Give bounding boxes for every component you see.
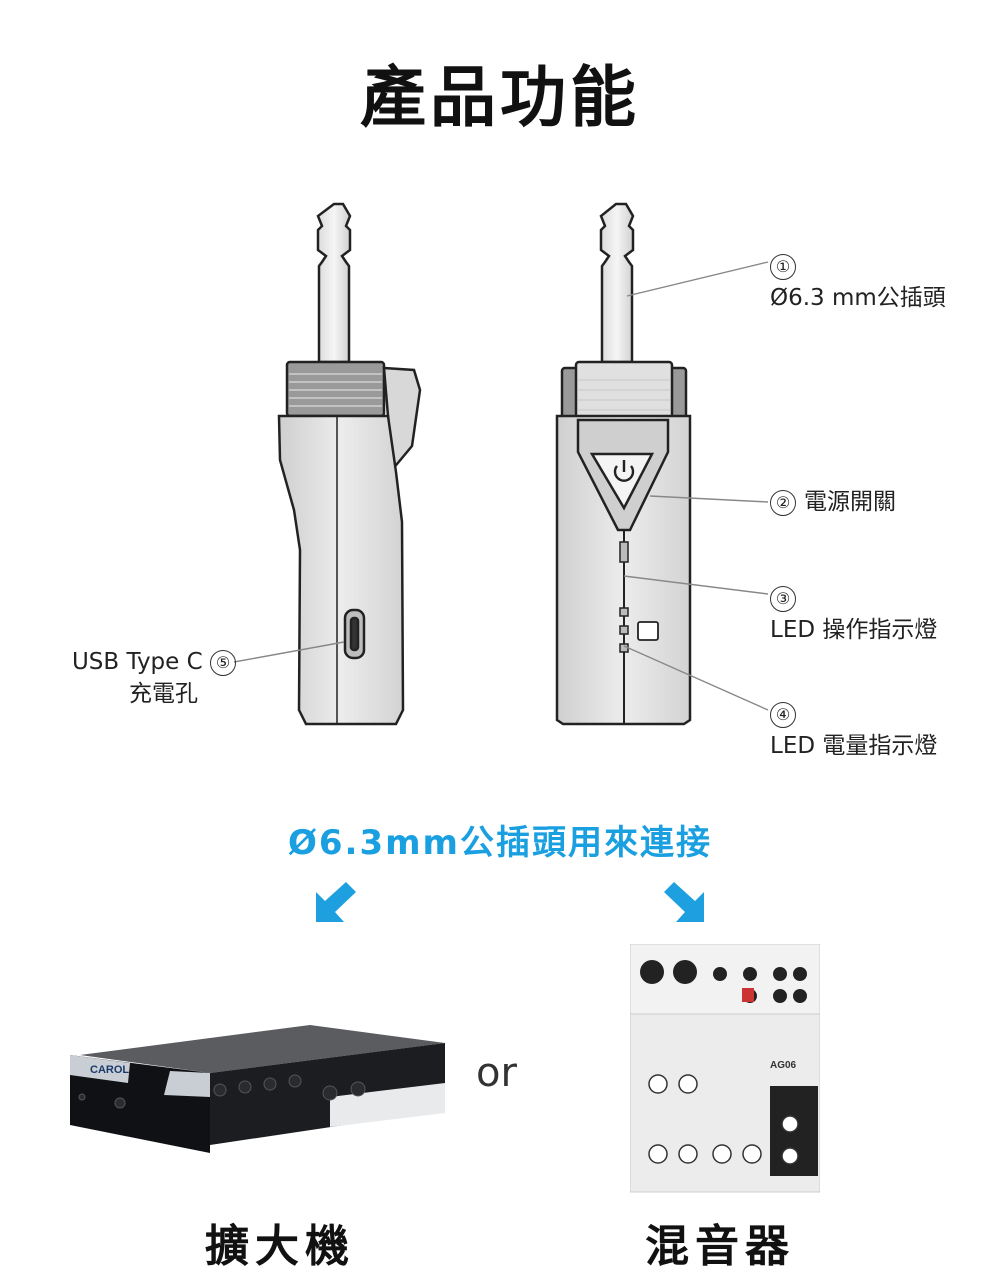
power-icon bbox=[613, 460, 635, 482]
callout-usb-port: USB Type C ⑤ 充電孔 bbox=[58, 646, 236, 710]
mixer-caption: 混音器 bbox=[645, 1221, 795, 1272]
connect-heading: Ø6.3mm公插頭用來連接 bbox=[288, 823, 712, 863]
callout-label: 電源開關 bbox=[804, 489, 896, 515]
page-title: 產品功能 bbox=[360, 59, 640, 136]
callout-led-battery: ④ LED 電量指示燈 bbox=[770, 698, 937, 762]
callout-plug: ① Ø6.3 mm公插頭 bbox=[770, 250, 946, 314]
callout-label: USB Type C bbox=[71, 649, 203, 675]
amplifier-caption: 擴大機 bbox=[205, 1221, 355, 1272]
callout-number: ② bbox=[770, 489, 796, 516]
arrow-down-left-icon bbox=[316, 882, 356, 922]
callout-label: LED 操作指示燈 bbox=[770, 617, 938, 643]
mixer-image: AG06 bbox=[630, 944, 820, 1193]
callout-number: ③ bbox=[770, 585, 796, 612]
callout-number: ① bbox=[770, 253, 796, 280]
transmitter-front-view bbox=[555, 202, 692, 726]
transmitter-side-view bbox=[277, 202, 422, 726]
callout-label: LED 電量指示燈 bbox=[770, 733, 938, 759]
product-diagram bbox=[233, 202, 769, 726]
callout-led-operation: ③ LED 操作指示燈 bbox=[770, 582, 937, 646]
callout-power-switch: ② 電源開關 bbox=[770, 486, 896, 518]
brand-logo: CAROL bbox=[90, 1064, 129, 1076]
callout-number: ④ bbox=[770, 701, 796, 728]
or-label: or bbox=[476, 1050, 517, 1096]
amplifier-image: CAROL bbox=[70, 1025, 445, 1153]
arrow-down-right-icon bbox=[664, 882, 704, 922]
callout-number: ⑤ bbox=[210, 649, 236, 676]
callout-label: Ø6.3 mm公插頭 bbox=[770, 285, 946, 311]
callout-label-2: 充電孔 bbox=[129, 681, 198, 707]
callout-leaders bbox=[233, 261, 769, 711]
mixer-model-label: AG06 bbox=[770, 1060, 797, 1071]
